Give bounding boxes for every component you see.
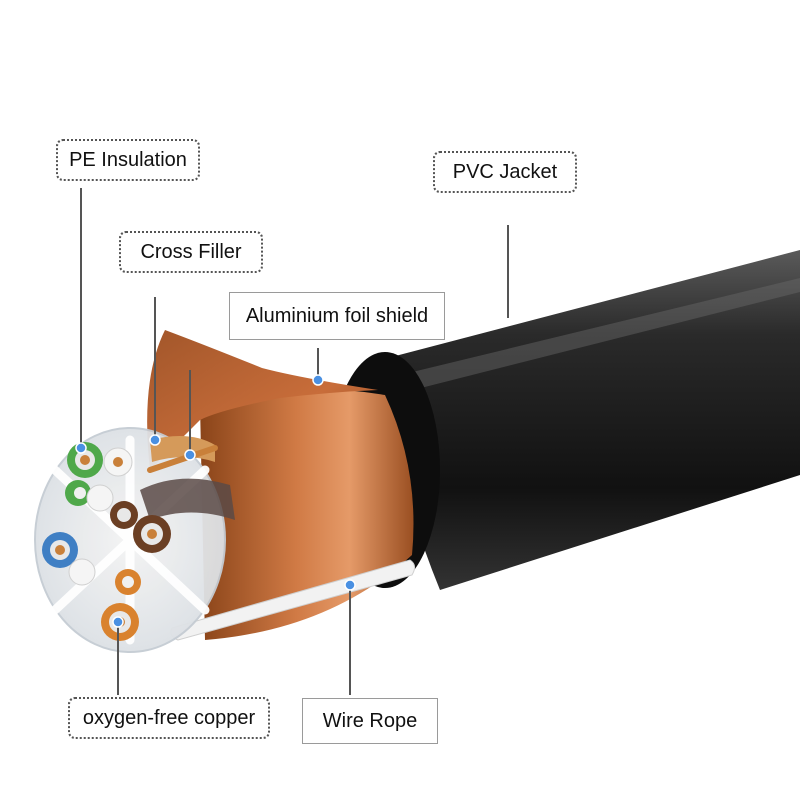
foil-shield-flap [147, 330, 378, 470]
pe-insulation-white [86, 447, 133, 512]
pe-insulation-brown [110, 501, 171, 553]
marker-dot-oxygen-free-copper [112, 616, 124, 628]
label-wire-rope: Wire Rope [302, 698, 438, 744]
pe-insulation-blue [42, 532, 96, 586]
label-oxygen-free-copper: oxygen-free copper [68, 697, 270, 739]
label-aluminium-foil-shield: Aluminium foil shield [229, 292, 445, 340]
marker-dot-copper [184, 449, 196, 461]
marker-dot-cross-filler [149, 434, 161, 446]
marker-dot-pe-insulation [75, 442, 87, 454]
label-cross-filler: Cross Filler [119, 231, 263, 273]
marker-dot-foil [312, 374, 324, 386]
copper-strand [147, 445, 218, 473]
pe-insulation-green [65, 442, 103, 506]
label-pvc-jacket: PVC Jacket [433, 151, 577, 193]
pvc-jacket-highlight [400, 278, 800, 392]
marker-dot-wire-rope [344, 579, 356, 591]
pvc-jacket-body [380, 250, 800, 590]
leader-lines [80, 188, 509, 695]
label-pe-insulation: PE Insulation [56, 139, 200, 181]
marker-dots [75, 374, 356, 628]
